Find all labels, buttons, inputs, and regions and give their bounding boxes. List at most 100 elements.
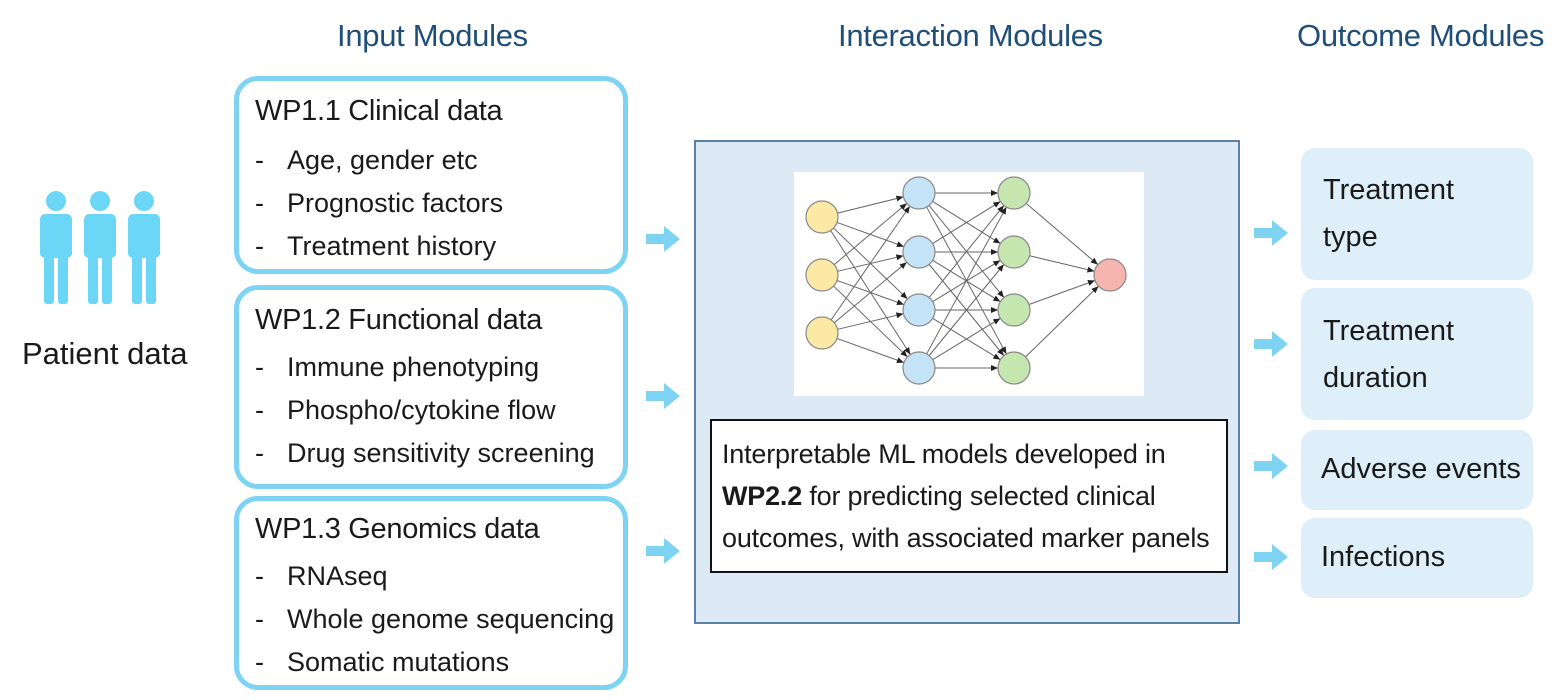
- description-text: for predicting selected clinical: [802, 481, 1156, 511]
- nn-node: [902, 235, 936, 269]
- outcome-line: Treatment: [1323, 315, 1455, 347]
- people-icon: [40, 191, 160, 304]
- wp1-2-functional-data-box: WP1.2 Functional data -Immune phenotypin…: [234, 285, 628, 489]
- nn-node: [997, 235, 1031, 269]
- nn-arrowhead: [992, 260, 1001, 267]
- outcome-line: Infections: [1321, 541, 1446, 573]
- ml-models-description: Interpretable ML models developed in WP2…: [710, 419, 1228, 573]
- nn-node: [997, 351, 1031, 385]
- nn-arrowhead: [899, 203, 907, 211]
- nn-arrowhead: [992, 318, 1001, 325]
- arrow-right-icon: [646, 383, 680, 409]
- nn-arrowhead: [991, 365, 998, 371]
- nn-edge: [1025, 203, 1099, 265]
- wp-item-text: Immune phenotyping: [287, 352, 540, 382]
- wp-item: -Treatment history: [255, 231, 496, 262]
- dash: -: [255, 145, 264, 175]
- nn-edges: [830, 190, 1099, 371]
- nn-edge: [836, 337, 905, 364]
- nn-edge: [837, 313, 904, 330]
- interaction-panel: Interpretable ML models developed in WP2…: [694, 140, 1240, 624]
- nn-arrowhead: [896, 299, 904, 306]
- dash: -: [255, 561, 264, 591]
- nn-arrowhead: [1091, 286, 1099, 294]
- nn-node: [1093, 258, 1127, 292]
- wp-item-text: RNAseq: [287, 561, 388, 591]
- wp-item: -Drug sensitivity screening: [255, 438, 595, 469]
- arrow-right-icon: [1254, 220, 1288, 246]
- nn-arrowhead: [1087, 280, 1095, 286]
- nn-edge: [1028, 280, 1096, 305]
- outcome-adverse-events: Adverse events: [1301, 430, 1533, 510]
- outcome-line: Treatment: [1323, 174, 1455, 206]
- nn-arrowhead: [896, 357, 904, 364]
- patient-data-label: Patient data: [22, 336, 188, 371]
- wp-title: WP1.2 Functional data: [255, 304, 543, 336]
- wp-item: -Phospho/cytokine flow: [255, 395, 556, 426]
- input-modules-header: Input Modules: [337, 18, 528, 53]
- dash: -: [255, 395, 264, 425]
- wp-item: -RNAseq: [255, 561, 388, 592]
- arrow-right-icon: [1254, 453, 1288, 479]
- nn-arrowhead: [895, 254, 904, 261]
- nn-arrowhead: [900, 349, 908, 357]
- nn-arrowhead: [900, 291, 908, 299]
- nn-node: [997, 293, 1031, 327]
- wp-item-text: Somatic mutations: [287, 647, 510, 677]
- outcome-line: Adverse events: [1321, 453, 1521, 485]
- nn-edge: [1029, 255, 1095, 272]
- wp-title: WP1.1 Clinical data: [255, 95, 503, 127]
- outcome-treatment-type: Treatment type: [1301, 148, 1533, 280]
- wp-item: -Immune phenotyping: [255, 352, 539, 383]
- description-line: Interpretable ML models developed in: [722, 439, 1166, 469]
- dash: -: [255, 352, 264, 382]
- outcome-line: type: [1323, 221, 1378, 253]
- nn-edge: [837, 196, 904, 214]
- nn-edge: [928, 264, 1005, 356]
- nn-arrowhead: [1086, 266, 1095, 273]
- wp-item-text: Phospho/cytokine flow: [287, 395, 556, 425]
- nn-arrowhead: [992, 201, 1001, 208]
- interaction-modules-header: Interaction Modules: [838, 18, 1103, 53]
- arrow-right-icon: [1254, 544, 1288, 570]
- nn-arrowhead: [992, 295, 1001, 302]
- description-line: outcomes, with associated marker panels: [722, 523, 1210, 553]
- nn-node: [805, 258, 839, 292]
- dash: -: [255, 188, 264, 218]
- nn-edge: [928, 205, 1005, 298]
- dash: -: [255, 231, 264, 261]
- wp-item-text: Treatment history: [287, 231, 497, 261]
- nn-node: [902, 176, 936, 210]
- wp-item-text: Drug sensitivity screening: [287, 438, 595, 468]
- nn-edge: [833, 202, 908, 266]
- nn-node: [805, 200, 839, 234]
- outcome-modules-header: Outcome Modules: [1297, 18, 1545, 53]
- wp2-2-bold: WP2.2: [722, 481, 803, 511]
- wp-item: -Age, gender etc: [255, 145, 478, 176]
- nn-arrowhead: [896, 241, 904, 248]
- nn-arrowhead: [997, 348, 1004, 356]
- nn-node: [902, 351, 936, 385]
- nn-edge: [932, 317, 1001, 361]
- wp1-3-genomics-data-box: WP1.3 Genomics data -RNAseq -Whole genom…: [234, 496, 628, 690]
- nn-arrowhead: [991, 190, 998, 196]
- wp-item: -Prognostic factors: [255, 188, 503, 219]
- nn-edge: [932, 201, 1001, 244]
- wp-item-text: Whole genome sequencing: [287, 604, 615, 634]
- arrow-right-icon: [1254, 331, 1288, 357]
- arrow-right-icon: [646, 226, 680, 252]
- wp-title: WP1.3 Genomics data: [255, 513, 540, 545]
- nn-arrowhead: [895, 312, 904, 319]
- nn-arrowhead: [997, 290, 1004, 298]
- wp-item: -Whole genome sequencing: [255, 604, 614, 635]
- dash: -: [255, 604, 264, 634]
- nn-arrowhead: [1000, 207, 1007, 215]
- outcome-treatment-duration: Treatment duration: [1301, 288, 1533, 420]
- nn-arrowhead: [899, 262, 907, 270]
- dash: -: [255, 438, 264, 468]
- nn-edge: [830, 205, 911, 321]
- dash: -: [255, 647, 264, 677]
- nn-arrowhead: [1000, 346, 1007, 354]
- wp-item: -Somatic mutations: [255, 647, 509, 678]
- nn-edge: [833, 261, 908, 324]
